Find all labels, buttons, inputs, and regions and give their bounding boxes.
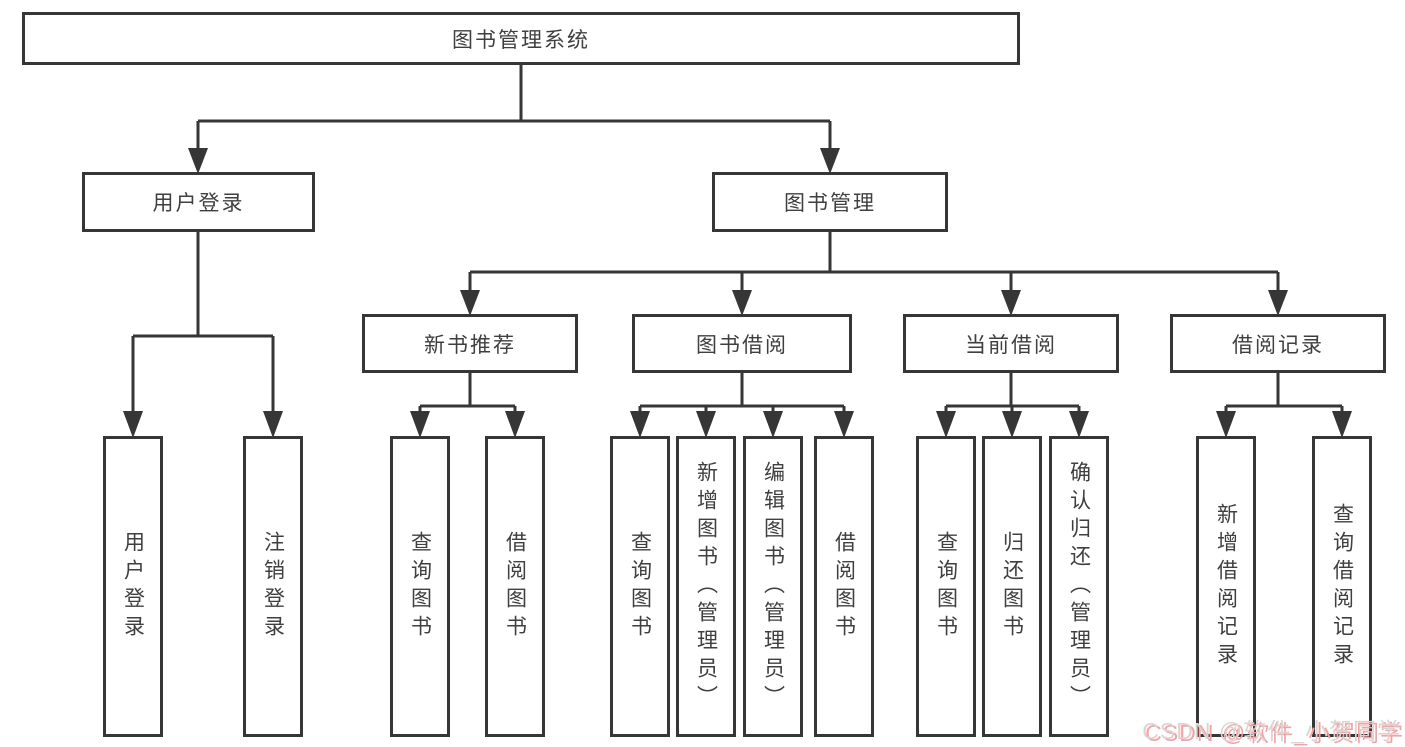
arrowhead [263,411,283,438]
leaf-label: 归还图书 [1000,530,1024,643]
leaf-label: 新增图书（管理员） [694,460,718,713]
leaf-query-borrow-record: 查询借阅记录 [1312,436,1372,737]
leaf-label: 查询图书 [628,530,652,643]
leaf-label: 确认归还（管理员） [1067,460,1091,713]
arrowhead [1002,411,1022,438]
leaf-edit-books-admin: 编辑图书（管理员） [743,436,803,737]
leaf-label: 借阅图书 [503,530,527,643]
arrowhead [630,411,650,438]
arrowhead [834,411,854,438]
arrowhead [936,411,956,438]
connector-group1-split [418,371,517,414]
arrowhead [1001,290,1021,316]
connector-mgmt-split [468,230,1280,294]
csdn-watermark: CSDN @软件_小贺同学 [1142,718,1401,744]
leaf-query-books-current: 查询图书 [916,436,976,737]
leaf-user-login: 用户登录 [103,436,163,737]
leaf-label: 查询图书 [934,530,958,643]
arrowhead [505,411,525,438]
arrowhead [763,411,783,438]
node-new-book-recommend: 新书推荐 [362,314,578,373]
connector-group4-split [1224,371,1344,414]
leaf-label: 用户登录 [121,530,145,643]
leaf-label: 借阅图书 [832,530,856,643]
arrowhead [123,411,143,438]
arrowhead [1332,411,1352,438]
arrowhead [1216,411,1236,438]
arrowhead [188,148,208,174]
leaf-return-books: 归还图书 [982,436,1042,737]
node-root: 图书管理系统 [22,12,1020,65]
connector-root-split [196,63,832,150]
connector-group2-split [638,371,846,414]
node-borrow-records: 借阅记录 [1170,314,1386,373]
arrowhead [410,411,430,438]
leaf-add-borrow-record: 新增借阅记录 [1196,436,1256,737]
leaf-label: 查询借阅记录 [1330,502,1354,671]
leaf-label: 注销登录 [261,530,285,643]
leaf-label: 查询图书 [408,530,432,643]
leaf-query-books-recommend: 查询图书 [390,436,450,737]
leaf-borrow-books: 借阅图书 [814,436,874,737]
node-book-management: 图书管理 [712,172,948,232]
node-current-borrow: 当前借阅 [903,314,1119,373]
arrowhead [696,411,716,438]
leaf-label: 编辑图书（管理员） [761,460,785,713]
arrowhead [732,290,752,316]
arrowhead [460,290,480,316]
leaf-logout: 注销登录 [243,436,303,737]
leaf-add-books-admin: 新增图书（管理员） [676,436,736,737]
connector-user-split [131,230,275,414]
arrowhead [1069,411,1089,438]
leaf-borrow-books-recommend: 借阅图书 [485,436,545,737]
arrowhead [820,148,840,174]
leaf-confirm-return-admin: 确认归还（管理员） [1049,436,1109,737]
leaf-label: 新增借阅记录 [1214,502,1238,671]
arrowhead [1268,290,1288,316]
node-book-borrow: 图书借阅 [632,314,852,373]
leaf-query-books-borrow: 查询图书 [610,436,670,737]
node-user-login: 用户登录 [82,172,315,232]
connector-group3-split [944,371,1081,414]
